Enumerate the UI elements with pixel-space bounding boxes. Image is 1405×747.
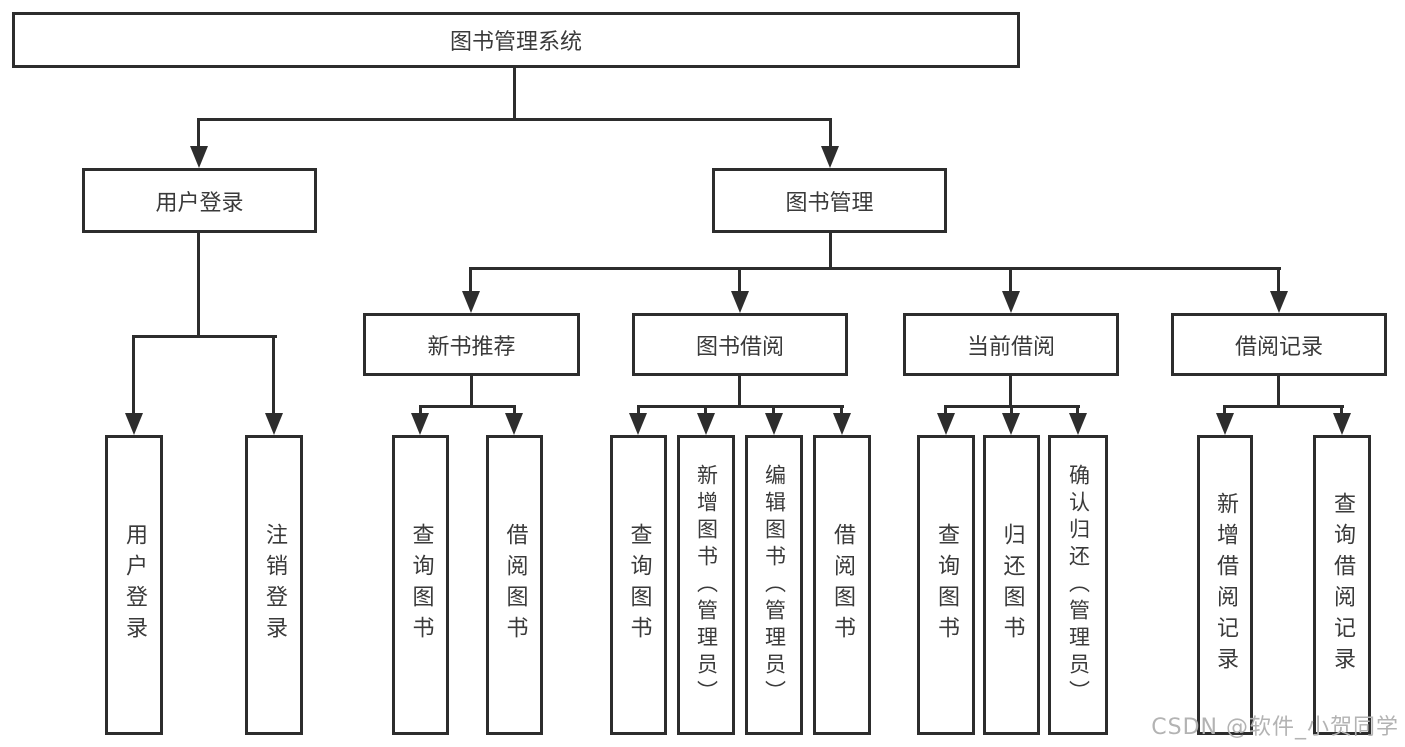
node-logout-action-label: 注销登录 bbox=[262, 523, 287, 647]
arrowhead-g2-borrow-books bbox=[833, 413, 851, 435]
connector-book-management-stub bbox=[829, 233, 832, 269]
node-g1-borrow-books-label: 借阅图书 bbox=[502, 523, 528, 647]
node-g2-add-books-admin-label: 新增图书（管理员） bbox=[694, 463, 719, 707]
node-g2-edit-books-admin-label: 编辑图书（管理员） bbox=[762, 463, 787, 707]
connector-drop-logout-action bbox=[272, 335, 275, 417]
node-g4-add-borrow-record: 新增借阅记录 bbox=[1197, 435, 1253, 735]
connector-book-management-rail bbox=[470, 267, 1281, 270]
node-book-borrowing: 图书借阅 bbox=[632, 313, 848, 376]
node-g3-query-books: 查询图书 bbox=[917, 435, 975, 735]
connector-g3-stub bbox=[1009, 376, 1012, 408]
connector-g2-drop-1 bbox=[637, 405, 640, 417]
connector-g2-stub bbox=[738, 376, 741, 408]
node-user-login: 用户登录 bbox=[82, 168, 317, 233]
node-g3-return-books-label: 归还图书 bbox=[999, 523, 1025, 647]
arrowhead-new-book bbox=[462, 291, 480, 313]
arrowhead-g4-add-record bbox=[1216, 413, 1234, 435]
arrowhead-book-borrowing bbox=[731, 291, 749, 313]
arrowhead-logout-action bbox=[265, 413, 283, 435]
connector-drop-book-borrowing bbox=[738, 267, 741, 295]
arrowhead-current-borrowing bbox=[1002, 291, 1020, 313]
node-book-borrowing-label: 图书借阅 bbox=[695, 334, 784, 360]
connector-root-rail bbox=[197, 118, 832, 121]
connector-g1-rail bbox=[419, 405, 516, 408]
node-current-borrowing: 当前借阅 bbox=[903, 313, 1119, 376]
node-g3-confirm-return-admin: 确认归还（管理员） bbox=[1048, 435, 1108, 735]
node-g1-borrow-books: 借阅图书 bbox=[486, 435, 543, 735]
connector-g4-drop-2 bbox=[1340, 405, 1343, 417]
node-borrowing-records-label: 借阅记录 bbox=[1234, 334, 1323, 360]
connector-drop-book-management bbox=[829, 118, 832, 150]
connector-g3-drop-1 bbox=[944, 405, 947, 417]
connector-g1-drop-2 bbox=[513, 405, 516, 417]
node-g3-return-books: 归还图书 bbox=[983, 435, 1040, 735]
node-g4-query-borrow-record-label: 查询借阅记录 bbox=[1330, 492, 1355, 678]
node-new-book-recommendation-label: 新书推荐 bbox=[427, 334, 516, 360]
arrowhead-book-management bbox=[821, 146, 839, 168]
node-user-login-action-label: 用户登录 bbox=[122, 523, 147, 647]
connector-g2-drop-3 bbox=[772, 405, 775, 417]
node-book-management-label: 图书管理 bbox=[785, 190, 874, 216]
connector-user-login-rail bbox=[132, 335, 277, 338]
arrowhead-g2-query-books bbox=[629, 413, 647, 435]
node-g2-query-books-label: 查询图书 bbox=[626, 523, 652, 647]
node-g3-query-books-label: 查询图书 bbox=[934, 523, 959, 647]
connector-g3-drop-3 bbox=[1076, 405, 1079, 417]
node-new-book-recommendation: 新书推荐 bbox=[363, 313, 580, 376]
node-g2-borrow-books: 借阅图书 bbox=[813, 435, 871, 735]
arrowhead-borrowing-records bbox=[1270, 291, 1288, 313]
connector-root-stub bbox=[513, 68, 516, 118]
node-g1-query-books-label: 查询图书 bbox=[408, 523, 434, 647]
connector-drop-borrowing-records bbox=[1277, 267, 1280, 295]
connector-drop-new-book bbox=[469, 267, 472, 295]
node-g2-query-books: 查询图书 bbox=[610, 435, 667, 735]
arrowhead-g3-confirm-return bbox=[1069, 413, 1087, 435]
node-library-system-label: 图书管理系统 bbox=[449, 30, 582, 55]
arrowhead-user-login bbox=[190, 146, 208, 168]
node-g2-borrow-books-label: 借阅图书 bbox=[830, 523, 855, 647]
arrowhead-login-action bbox=[125, 413, 143, 435]
node-g2-edit-books-admin: 编辑图书（管理员） bbox=[745, 435, 803, 735]
arrowhead-g3-return-books bbox=[1002, 413, 1020, 435]
connector-g1-stub bbox=[470, 376, 473, 408]
connector-g1-drop-1 bbox=[419, 405, 422, 417]
node-library-system: 图书管理系统 bbox=[12, 12, 1020, 68]
node-logout-action: 注销登录 bbox=[245, 435, 303, 735]
arrowhead-g2-add-books bbox=[697, 413, 715, 435]
connector-g4-rail bbox=[1223, 405, 1344, 408]
arrowhead-g1-borrow-books bbox=[505, 413, 523, 435]
arrowhead-g3-query-books bbox=[937, 413, 955, 435]
arrowhead-g2-edit-books bbox=[765, 413, 783, 435]
connector-g2-rail bbox=[637, 405, 844, 408]
node-book-management: 图书管理 bbox=[712, 168, 947, 233]
arrowhead-g1-query-books bbox=[411, 413, 429, 435]
connector-g4-stub bbox=[1277, 376, 1280, 408]
csdn-watermark: CSDN @软件_小贺同学 bbox=[1151, 715, 1399, 740]
connector-drop-current-borrowing bbox=[1009, 267, 1012, 295]
node-user-login-action: 用户登录 bbox=[105, 435, 163, 735]
node-g4-query-borrow-record: 查询借阅记录 bbox=[1313, 435, 1371, 735]
node-user-login-label: 用户登录 bbox=[155, 190, 244, 216]
node-g1-query-books: 查询图书 bbox=[392, 435, 449, 735]
node-current-borrowing-label: 当前借阅 bbox=[966, 334, 1055, 360]
node-borrowing-records: 借阅记录 bbox=[1171, 313, 1387, 376]
connector-g2-drop-2 bbox=[704, 405, 707, 417]
connector-user-login-stub bbox=[197, 233, 200, 335]
node-g3-confirm-return-admin-label: 确认归还（管理员） bbox=[1066, 463, 1091, 707]
connector-g4-drop-1 bbox=[1223, 405, 1226, 417]
connector-g2-drop-4 bbox=[840, 405, 843, 417]
node-g4-add-borrow-record-label: 新增借阅记录 bbox=[1213, 492, 1238, 678]
connector-drop-user-login bbox=[197, 118, 200, 150]
arrowhead-g4-query-record bbox=[1333, 413, 1351, 435]
node-g2-add-books-admin: 新增图书（管理员） bbox=[677, 435, 735, 735]
connector-drop-login-action bbox=[132, 335, 135, 417]
connector-g3-drop-2 bbox=[1010, 405, 1013, 417]
